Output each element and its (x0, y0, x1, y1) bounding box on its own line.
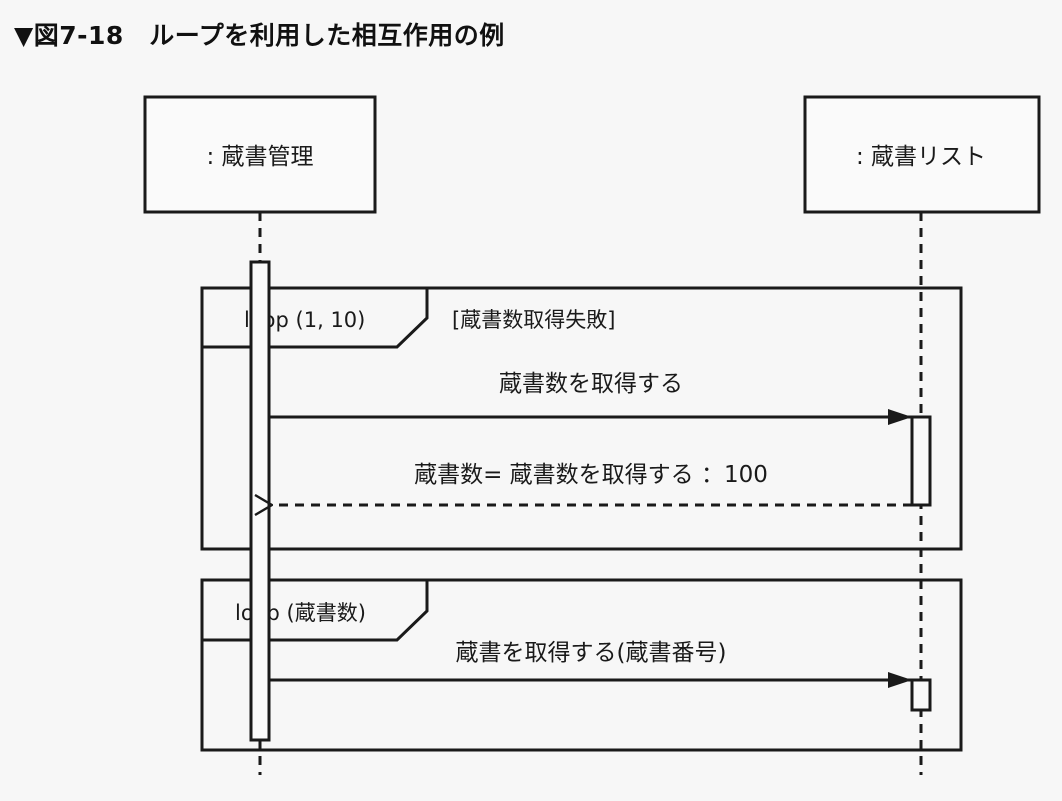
message-label: 蔵書数を取得する (499, 371, 683, 397)
fragment-frame (200, 286, 963, 551)
lifeline-label: : 蔵書リスト (856, 144, 986, 170)
activation-bar-zousho-list-1 (910, 415, 932, 507)
fragment-guard-label: [蔵書数取得失敗] (452, 308, 615, 332)
lifeline-head-box (143, 95, 377, 214)
message-label: 蔵書を取得する(蔵書番号) (456, 640, 727, 666)
fragment-frame (200, 578, 963, 752)
figure-title: ▼図7-18 ループを利用した相互作用の例 (14, 21, 505, 50)
message-reply-book-count[interactable]: 蔵書数= 蔵書数を取得する ：100 (272, 462, 912, 505)
reply-label: 蔵書数= 蔵書数を取得する ：100 (414, 462, 768, 488)
lifeline-label: : 蔵書管理 (206, 144, 313, 170)
message-get-book[interactable]: 蔵書を取得する(蔵書番号) (269, 640, 912, 688)
activation-bar-zousho-list-2 (910, 678, 932, 712)
message-get-book-count[interactable]: 蔵書数を取得する (269, 371, 912, 425)
fragment-operator-tab (202, 580, 429, 642)
fragment-operator-tab (202, 288, 429, 349)
lifeline-zousho-kanri[interactable]: : 蔵書管理 (143, 95, 377, 775)
activation-bar-zousho-kanri (249, 260, 271, 742)
lifeline-head-box (803, 95, 1041, 214)
